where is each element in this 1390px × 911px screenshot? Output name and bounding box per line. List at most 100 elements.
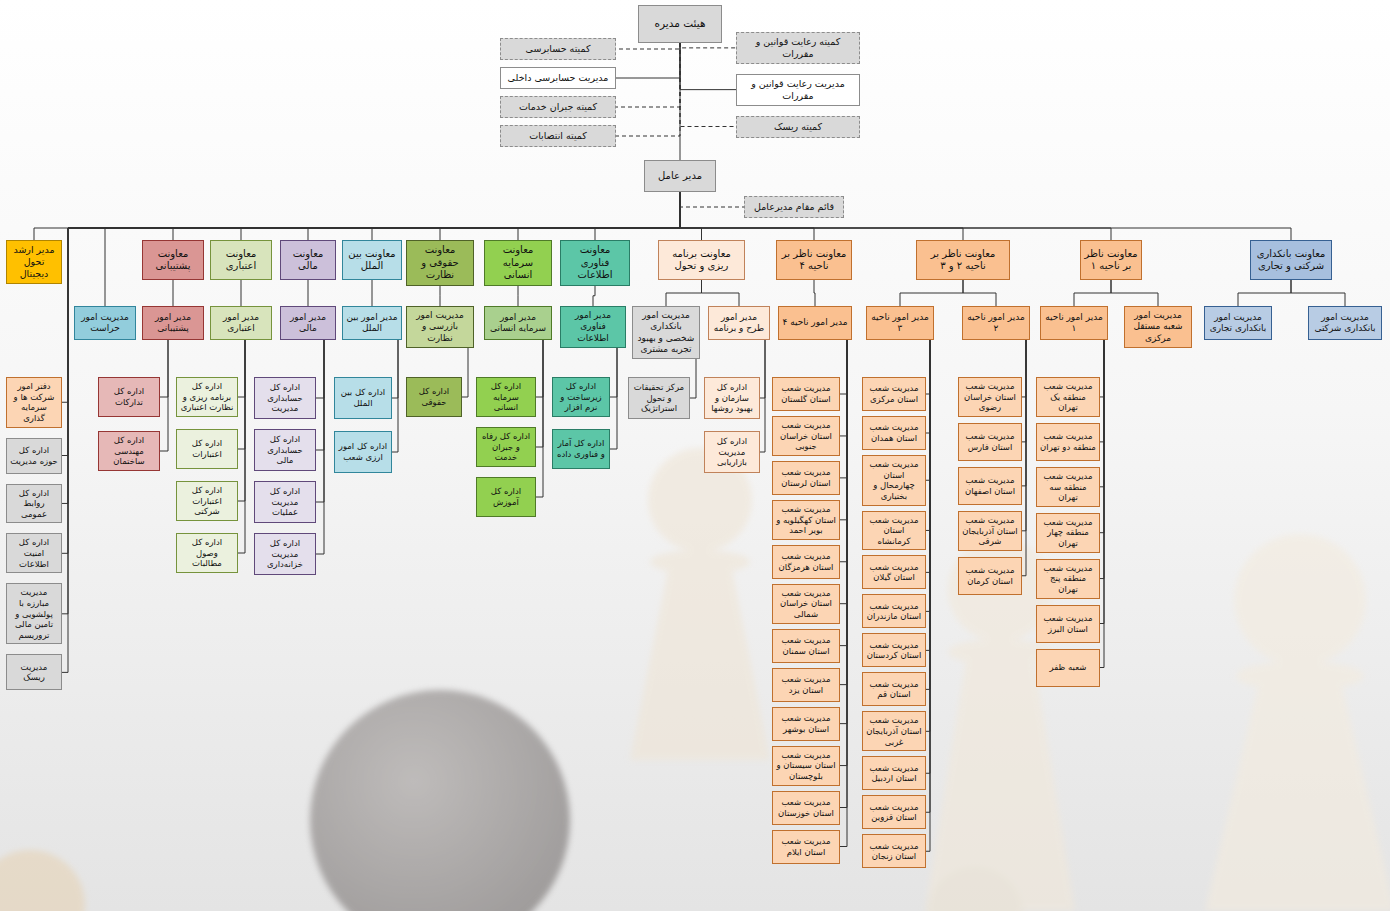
branch-box: مدیریت شعب منطقه پنج تهران [1036, 559, 1100, 599]
deputy-box: مدیر ارشد تحول دیجیتال [6, 240, 62, 284]
branch-box: مدیریت شعب استان مرکزی [862, 377, 926, 411]
org-connector [690, 359, 696, 398]
box-label: اداره کل حوزه مدیریت [10, 445, 58, 466]
branch-box: مدیریت شعب استان خراسان رضوی [958, 377, 1022, 417]
box-label: هیئت مدیره [655, 17, 706, 30]
org-connector [595, 192, 680, 240]
committee-box: کمیته رعایت قوانین و مقررات [736, 32, 860, 64]
deputy-box: معاونت برنامه ریزی و تحول [658, 240, 745, 280]
org-connector [316, 340, 324, 554]
manager-box: مدیر امور مالی [280, 306, 336, 340]
branch-box: مدیریت شعب منطقه سه تهران [1036, 467, 1100, 507]
box-label: معاونت فناوری اطلاعات [564, 244, 626, 282]
department-box: مدیریت مبارزه با پولشویی و تامین مالی تر… [6, 583, 62, 644]
department-box: مدیریت ریسک [6, 654, 62, 690]
department-box: اداره کل مدیریت بازاریابی [704, 431, 760, 473]
box-label: اداره کل حسابداری مالی [258, 434, 312, 466]
department-box: اداره کل مدیریت خزانه‌داری [254, 533, 316, 575]
department-box: اداره کل آمار و فناوری داده [552, 429, 610, 469]
org-connector [616, 43, 680, 136]
org-connector [308, 280, 309, 306]
manager-box: مدیریت امور حراست [74, 306, 136, 340]
box-label: مدیر امور ناحیه ۴ [782, 317, 847, 328]
box-label: اداره کل امور ارزی شعب [338, 441, 388, 462]
org-connector [926, 340, 930, 433]
box-label: اداره کل سازمان و بهبود روشها [708, 382, 756, 414]
org-connector [440, 286, 441, 307]
box-label: مدیریت شعب استان سیستان و بلوچستان [776, 750, 836, 782]
department-box: اداره کل زیرساخت و نرم افزار [552, 377, 610, 417]
box-label: مدیریت شعب استان خراسان رضوی [962, 381, 1018, 413]
org-connector [680, 192, 1111, 240]
department-box: اداره کل سرمایه انسانی [476, 377, 536, 417]
org-connector [1238, 280, 1291, 306]
org-connector [238, 340, 245, 553]
department-box: اداره کل حقوقی [406, 377, 462, 417]
box-label: مدیریت شعب استان گلستان [776, 383, 836, 404]
org-connector [702, 280, 740, 306]
box-label: اداره کل رفاه و جبران خدمت [480, 431, 532, 463]
box-label: معاونت اعتباری [214, 248, 268, 273]
org-connector [610, 348, 617, 449]
org-connector [680, 43, 736, 127]
box-label: مدیریت رعایت قوانین و مقررات [740, 78, 856, 102]
manager-box: مدیر امور فناوری اطلاعات [560, 306, 626, 348]
box-label: مدیریت ریسک [10, 662, 58, 683]
org-connector [593, 286, 595, 307]
org-connector [238, 340, 245, 501]
org-connector [900, 280, 963, 306]
org-connector [680, 192, 963, 240]
org-connector [308, 192, 680, 240]
committee-box: کمیته ریسک [736, 116, 860, 138]
org-connector [1074, 280, 1111, 306]
box-label: معاونت مالی [284, 248, 332, 273]
branch-box: مدیریت شعب استان اصفهان [958, 467, 1022, 505]
box-label: مدیریت شعب استان خراسان شمالی [776, 588, 836, 620]
branch-box: مدیریت شعب استان البرز [1036, 605, 1100, 643]
department-box: اداره کل اعتبارات شرکتی [176, 481, 238, 521]
org-connector [536, 340, 543, 497]
box-label: مدیریت شعب منطقه سه تهران [1040, 471, 1096, 503]
branch-box: مدیریت شعب استان همدان [862, 416, 926, 450]
box-label: مدیر ارشد تحول دیجیتال [10, 244, 58, 280]
box-label: اداره کل زیرساخت و نرم افزار [556, 381, 606, 413]
box-label: مدیریت شعب استان هرمزگان [776, 551, 836, 572]
box-label: مدیر امور ناحیه ۱ [1044, 312, 1104, 335]
box-label: مدیریت شعب استان کهگیلویه و بویر احمد [776, 504, 836, 536]
org-connector [616, 43, 680, 49]
branch-box: مدیریت شعب استان گلستان [772, 377, 840, 411]
org-connector [536, 340, 543, 447]
department-box: اداره کل وصول مطالبات [176, 533, 238, 573]
org-connector [62, 192, 680, 614]
org-connector [1022, 340, 1026, 531]
management-box: مدیریت حسابرسی داخلی [500, 67, 616, 89]
box-label: قائم مقام مدیرعامل [754, 201, 834, 213]
deputy-box: معاونت ناظر بر ناحیه ۱ [1080, 240, 1142, 280]
deputy-box: معاونت مالی [280, 240, 336, 280]
deputy-box: معاونت ناظر بر ناحیه ۲ و ۳ [916, 240, 1010, 280]
branch-box: مدیریت شعب استان کرمان [958, 557, 1022, 595]
box-label: مدیریت شعب استان چهارمحال و بختیاری [866, 459, 922, 502]
org-connector [666, 280, 702, 306]
manager-box: مدیر امور طرح و برنامه [708, 306, 770, 340]
branch-box: مدیریت شعب منطقه یک تهران [1036, 377, 1100, 417]
org-connector [926, 340, 930, 572]
org-connector [160, 340, 168, 451]
department-box: اداره کل حوزه مدیریت [6, 438, 62, 474]
box-label: مدیریت شعب استان ایلام [776, 836, 836, 857]
box-label: مدیریت شعب استان فارس [962, 431, 1018, 452]
box-label: مدیریت شعب استان خراسان جنوبی [776, 420, 836, 452]
deputy-box: معاونت پشتیبانی [142, 240, 204, 280]
deputy-box: معاونت ناظر بر ناحیه ۴ [776, 240, 852, 280]
board-box: هیئت مدیره [638, 5, 722, 43]
org-connector [1100, 340, 1104, 579]
org-connector [926, 340, 930, 650]
box-label: مدیر امور ناحیه ۲ [966, 312, 1026, 335]
org-connector [62, 192, 680, 402]
box-label: مدیریت شعب استان البرز [1040, 613, 1096, 634]
org-connector [392, 340, 398, 452]
branch-box: مدیریت شعب استان کرمانشاه [862, 511, 926, 551]
org-connector [926, 340, 930, 394]
deputy-box: معاونت فناوری اطلاعات [560, 240, 630, 286]
org-connector [963, 280, 996, 306]
